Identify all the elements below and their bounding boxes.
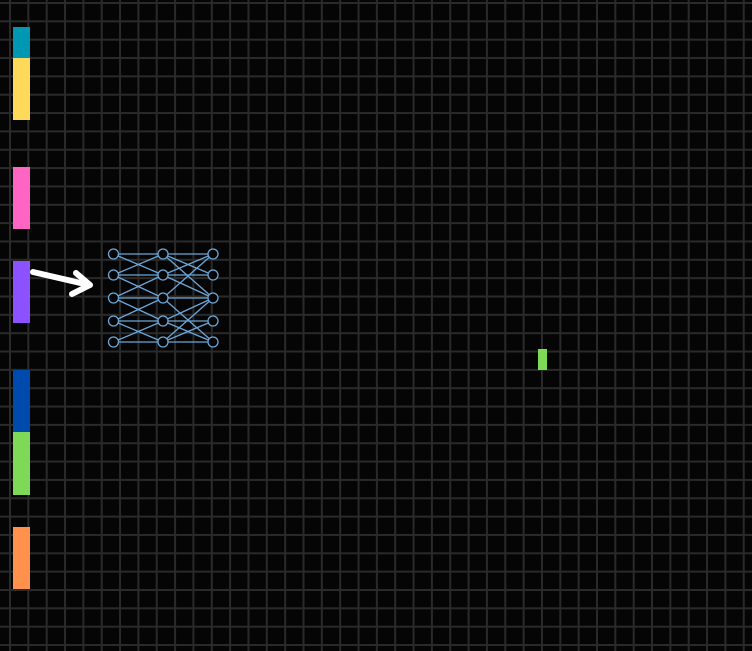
teal-block xyxy=(13,27,30,58)
green-block xyxy=(13,432,30,495)
neural-network-icon xyxy=(107,248,219,348)
small-green-block xyxy=(538,349,547,370)
yellow-block xyxy=(13,58,30,120)
arrow-right-icon xyxy=(30,269,93,297)
purple-block xyxy=(13,261,30,323)
blue-block xyxy=(13,370,30,432)
pink-block xyxy=(13,167,30,229)
orange-block xyxy=(13,527,30,589)
